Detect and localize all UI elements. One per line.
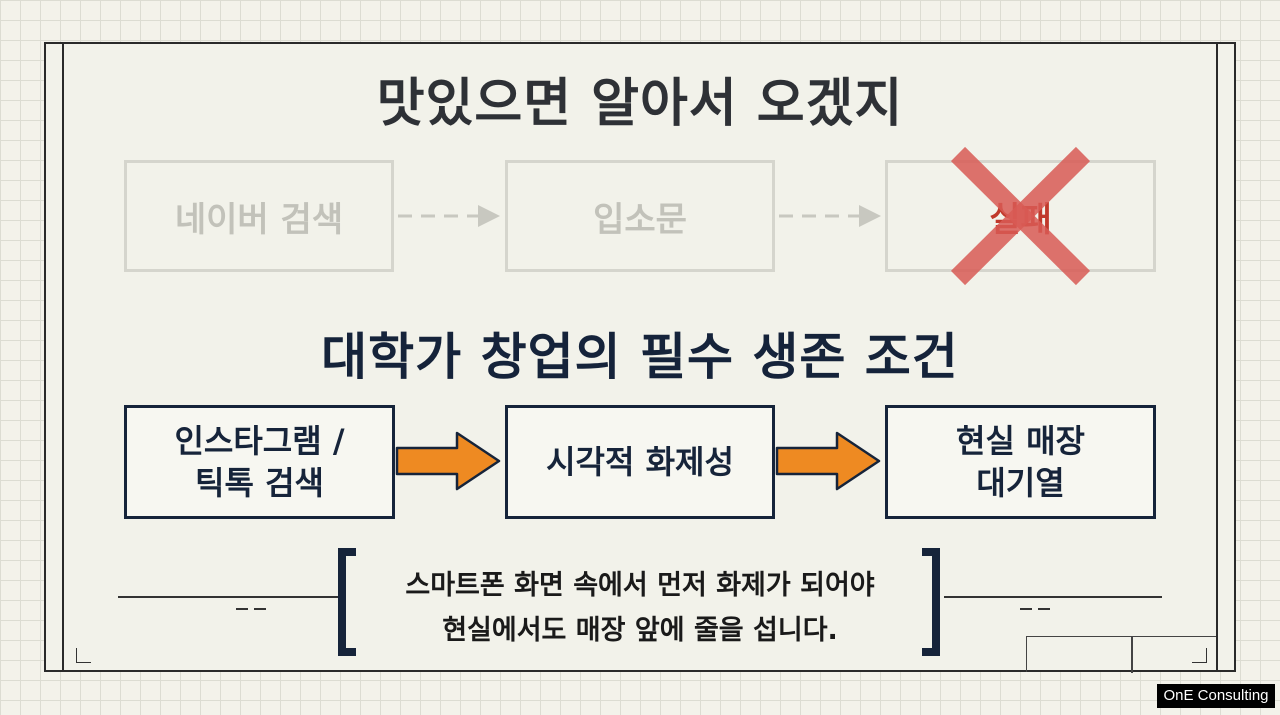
leader-line-right: [944, 596, 1162, 598]
orange-arrow-icon: [775, 431, 881, 491]
blueprint-frame: [44, 42, 1236, 672]
caption-line1: 스마트폰 화면 속에서 먼저 화제가 되어야: [405, 570, 875, 601]
step-label-line2: 대기열: [976, 464, 1065, 502]
leader-dash: [1038, 608, 1050, 610]
leader-dash: [254, 608, 266, 610]
caption-line2: 현실에서도 매장 앞에 줄을 섭니다.: [442, 615, 838, 646]
faded-step-word-of-mouth: 입소문: [505, 160, 775, 272]
leader-line-left: [118, 596, 338, 598]
bracket-left: [338, 548, 356, 656]
faded-step-naver-search: 네이버 검색: [124, 160, 394, 272]
dashed-arrow-icon: [779, 205, 881, 227]
step-label-line1: 시각적 화제성: [546, 443, 734, 481]
watermark-logo: OnE Consulting: [1157, 684, 1275, 708]
dashed-arrow-icon: [398, 205, 500, 227]
frame-inner-line-left: [62, 42, 64, 672]
step-visual-buzz: 시각적 화제성: [505, 405, 775, 519]
orange-arrow-icon: [395, 431, 501, 491]
x-mark-icon: [950, 146, 1091, 286]
faded-step-label: 입소문: [593, 199, 687, 240]
corner-mark-bottom-left: [76, 648, 91, 663]
corner-mark-bottom-right: [1192, 648, 1207, 663]
leader-dash: [1020, 608, 1032, 610]
step-sns-search: 인스타그램 / 틱톡 검색: [124, 405, 395, 519]
faded-title: 맛있으면 알아서 오겠지: [376, 74, 904, 134]
step-label-line1: 인스타그램 /: [174, 422, 345, 460]
step-label-line2: 틱톡 검색: [195, 464, 324, 502]
leader-dash: [236, 608, 248, 610]
bracket-right: [922, 548, 940, 656]
step-label-line1: 현실 매장: [956, 422, 1085, 460]
frame-inner-line-right: [1216, 42, 1218, 672]
faded-step-label: 네이버 검색: [174, 199, 344, 240]
step-store-queue: 현실 매장 대기열: [885, 405, 1156, 519]
title-block: [1026, 636, 1216, 673]
main-title: 대학가 창업의 필수 생존 조건: [321, 328, 959, 386]
